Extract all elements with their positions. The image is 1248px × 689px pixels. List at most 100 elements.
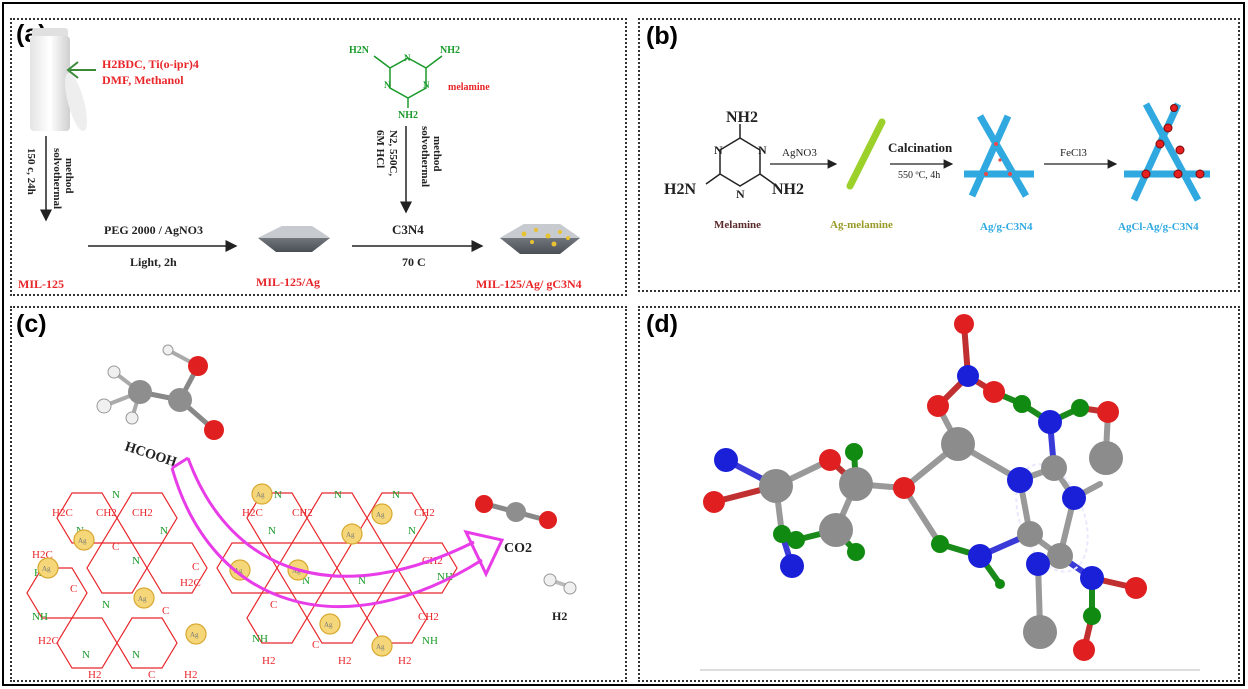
ag-labels: Ag Ag Ag Ag Ag Ag Ag Ag Ag Ag Ag [42,491,385,651]
melamine-structure: H2N NH2 NH2 N N N [349,45,460,121]
svg-text:N: N [132,555,140,567]
svg-text:Light, 2h: Light, 2h [130,255,177,269]
reaction-arrow-outer [170,467,483,609]
gc3n4-network-left [26,492,208,669]
svg-text:N: N [102,599,110,611]
svg-text:CH2: CH2 [132,507,153,519]
panel-a: (a) H2BDC, Ti(o-ipr)4 DMF, Methanol 150 … [10,18,627,296]
panel-d: (d) [638,306,1240,682]
svg-text:Ag: Ag [234,567,243,575]
ag-gc3n4-label: Ag/g-C3N4 [980,221,1033,233]
svg-text:Ag: Ag [138,595,147,603]
green-hollow-arrow [66,61,96,79]
svg-text:Ag: Ag [78,537,87,545]
agcl-particles [1141,104,1205,179]
co2-molecule [475,495,557,529]
mil125-ag-crystal-icon [258,226,330,252]
product-mil125-ag: MIL-125/Ag [256,275,320,289]
svg-text:N: N [302,575,310,587]
svg-text:Ag: Ag [324,621,333,629]
svg-text:C: C [70,583,77,595]
h2-molecule [543,573,577,595]
melamine-label: Melamine [714,219,761,231]
svg-text:NH2: NH2 [772,181,804,198]
reaction-arrow-head [463,529,505,578]
svg-text:N: N [334,489,342,501]
svg-text:N: N [404,53,411,63]
svg-text:N: N [268,525,276,537]
atoms [703,314,1147,661]
svg-text:NH2: NH2 [726,109,758,126]
reaction-bottle-icon [30,28,87,132]
svg-text:Ag: Ag [376,643,385,651]
svg-text:CH2: CH2 [418,611,439,623]
svg-text:H2: H2 [184,669,197,681]
svg-text:H2C: H2C [52,507,73,519]
svg-text:method: method [431,136,443,171]
left-cond-c: method [63,158,75,193]
panel-c-diagram: HCOOH CO2 H2 [26,344,577,681]
svg-text:PEG 2000 / AgNO3: PEG 2000 / AgNO3 [104,223,203,237]
svg-text:C: C [112,541,119,553]
svg-text:H2: H2 [338,655,351,667]
svg-text:Ag: Ag [42,565,51,573]
svg-text:N: N [358,575,366,587]
hcooh-molecule [96,344,224,440]
h2-label: H2 [552,609,567,623]
svg-text:N: N [408,525,416,537]
reaction-arrow-inner [186,457,475,578]
svg-text:NH: NH [32,611,48,623]
product-mil125-ag-gc3n4: MIL-125/Ag/ gC3N4 [476,277,582,291]
svg-text:Ag: Ag [292,567,301,575]
product-mil125: MIL-125 [18,277,64,291]
mil125-ag-gc3n4-crystal-icon [500,224,580,254]
svg-text:NH: NH [252,633,268,645]
svg-text:N: N [714,143,723,157]
svg-text:H2: H2 [88,669,101,681]
svg-text:6M HCl: 6M HCl [374,130,386,168]
svg-text:N: N [112,489,120,501]
hcooh-label: HCOOH [123,440,179,471]
ag-melamine-rod-icon [846,118,886,190]
svg-text:Ag: Ag [376,511,385,519]
svg-text:Calcination: Calcination [888,140,953,155]
svg-text:N: N [392,489,400,501]
svg-text:N: N [736,187,745,201]
svg-text:Ag: Ag [256,491,265,499]
svg-text:70 C: 70 C [402,255,426,269]
svg-text:NH2: NH2 [440,45,460,56]
svg-text:C3N4: C3N4 [392,222,424,237]
molecular-model [700,314,1200,671]
svg-text:NH2: NH2 [398,110,418,121]
svg-text:NH: NH [422,635,438,647]
svg-text:H2N: H2N [349,45,370,56]
svg-text:C: C [270,599,277,611]
panel-b: (b) NH2 H2N NH2 N N N Melamine AgNO3 Ag-… [638,18,1240,292]
svg-text:AgNO3: AgNO3 [782,147,817,159]
svg-text:Ag: Ag [190,631,199,639]
svg-text:N: N [82,649,90,661]
svg-text:C: C [192,561,199,573]
svg-text:550 ºC, 4h: 550 ºC, 4h [898,170,940,181]
svg-text:H2C: H2C [180,577,201,589]
svg-text:N: N [384,80,391,90]
svg-text:CH2: CH2 [414,507,435,519]
panel-d-label: (d) [646,310,678,338]
svg-text:CH2: CH2 [292,507,313,519]
left-cond-b: solvothermal [51,148,63,209]
panel-a-diagram: H2BDC, Ti(o-ipr)4 DMF, Methanol 150 c, 2… [18,28,582,291]
reagents-line1: H2BDC, Ti(o-ipr)4 [102,57,199,71]
agcl-label: AgCl-Ag/g-C3N4 [1118,221,1199,233]
ag-nanoparticles [37,483,393,657]
reagents-line2: DMF, Methanol [102,73,184,87]
svg-text:H2N: H2N [664,181,696,198]
panel-c-label: (c) [16,310,47,338]
ag-gc3n4-structure [964,114,1034,198]
panel-c: (c) HCOOH CO2 [10,306,627,682]
svg-text:C: C [312,639,319,651]
svg-text:N: N [758,143,767,157]
svg-text:N: N [132,649,140,661]
svg-text:N: N [423,80,430,90]
ag-dots [984,142,1012,176]
